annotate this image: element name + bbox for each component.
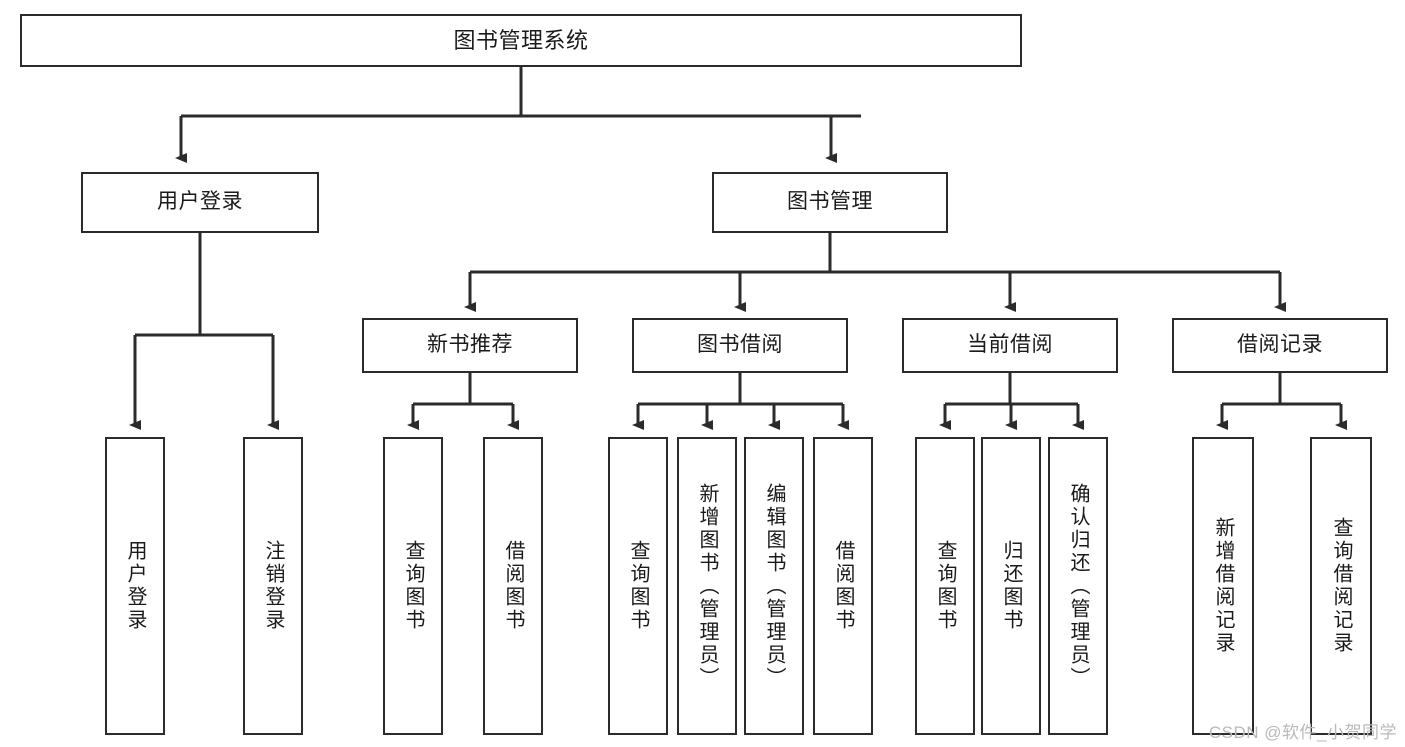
edge-bookmgmt-to-level2 — [464, 233, 1286, 312]
edge-currentborrow-to-leaves — [939, 373, 1084, 430]
node-leaf-borrow-book-a-label: 借阅图书 — [502, 540, 524, 632]
node-leaf-add-book[interactable]: 新增图书（管理员） — [677, 437, 737, 735]
node-leaf-user-login[interactable]: 用户登录 — [105, 437, 165, 735]
node-leaf-add-record-label: 新增借阅记录 — [1212, 517, 1234, 655]
node-leaf-query-record[interactable]: 查询借阅记录 — [1310, 437, 1372, 735]
node-new-book-recommend[interactable]: 新书推荐 — [362, 318, 578, 373]
node-root[interactable]: 图书管理系统 — [20, 14, 1022, 67]
node-leaf-confirm-return-label: 确认归还（管理员） — [1067, 482, 1089, 690]
node-leaf-add-record[interactable]: 新增借阅记录 — [1192, 437, 1254, 735]
node-leaf-query-book-c[interactable]: 查询图书 — [915, 437, 975, 735]
node-borrow-record-label: 借阅记录 — [1237, 333, 1323, 357]
node-current-borrow-label: 当前借阅 — [967, 333, 1053, 357]
node-leaf-edit-book-label: 编辑图书（管理员） — [763, 482, 785, 690]
node-leaf-user-login-label: 用户登录 — [124, 540, 146, 632]
node-borrow-record[interactable]: 借阅记录 — [1172, 318, 1388, 373]
node-book-borrow-label: 图书借阅 — [697, 333, 783, 357]
edge-borrowrecord-to-leaves — [1216, 373, 1347, 430]
node-leaf-return-book-label: 归还图书 — [1000, 540, 1022, 632]
node-book-management-label: 图书管理 — [787, 190, 873, 214]
node-leaf-edit-book[interactable]: 编辑图书（管理员） — [744, 437, 804, 735]
node-new-book-recommend-label: 新书推荐 — [427, 333, 513, 357]
node-leaf-query-book-c-label: 查询图书 — [934, 540, 956, 632]
node-user-login[interactable]: 用户登录 — [81, 172, 319, 233]
node-leaf-query-book-b-label: 查询图书 — [627, 540, 649, 632]
node-leaf-query-book-a[interactable]: 查询图书 — [383, 437, 443, 735]
edge-bookborrow-to-leaves — [632, 373, 849, 430]
node-root-label: 图书管理系统 — [453, 27, 589, 53]
node-leaf-confirm-return[interactable]: 确认归还（管理员） — [1048, 437, 1108, 735]
edge-login-to-leaves — [129, 233, 279, 430]
node-leaf-borrow-book-b-label: 借阅图书 — [832, 540, 854, 632]
node-leaf-add-book-label: 新增图书（管理员） — [696, 482, 718, 690]
node-leaf-logout[interactable]: 注销登录 — [243, 437, 303, 735]
node-leaf-logout-label: 注销登录 — [262, 540, 284, 632]
node-leaf-query-record-label: 查询借阅记录 — [1330, 517, 1352, 655]
node-leaf-borrow-book-a[interactable]: 借阅图书 — [483, 437, 543, 735]
csdn-watermark: CSDN @软件_小贺同学 — [1208, 723, 1397, 742]
node-leaf-query-book-b[interactable]: 查询图书 — [608, 437, 668, 735]
node-book-management[interactable]: 图书管理 — [712, 172, 948, 233]
node-leaf-return-book[interactable]: 归还图书 — [981, 437, 1041, 735]
node-leaf-borrow-book-b[interactable]: 借阅图书 — [813, 437, 873, 735]
node-user-login-label: 用户登录 — [157, 190, 243, 214]
edge-newbook-to-leaves — [407, 373, 519, 430]
node-current-borrow[interactable]: 当前借阅 — [902, 318, 1118, 373]
node-leaf-query-book-a-label: 查询图书 — [402, 540, 424, 632]
node-book-borrow[interactable]: 图书借阅 — [632, 318, 848, 373]
edge-root-to-level1 — [175, 67, 861, 163]
